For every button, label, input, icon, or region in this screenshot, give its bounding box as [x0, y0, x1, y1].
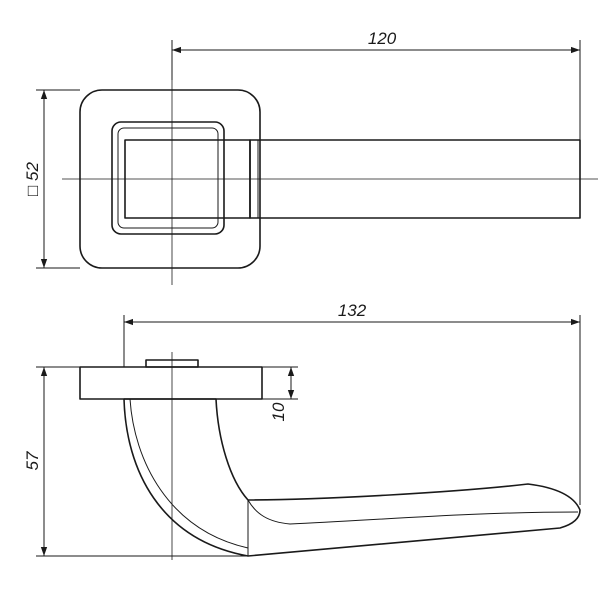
rose-plate — [79, 366, 263, 400]
dim-120-label: 120 — [368, 29, 397, 48]
handle-ridge — [247, 499, 579, 525]
handle-lever — [249, 139, 581, 219]
top-view: 120 □ 52 — [23, 29, 598, 285]
handle-body — [123, 398, 581, 557]
side-view: 132 10 57 — [23, 301, 581, 560]
rose-inner — [111, 121, 225, 235]
rose-inner-step — [117, 127, 219, 229]
dim-10-label: 10 — [269, 402, 288, 421]
dim-132-label: 132 — [338, 301, 367, 320]
dim-52-label: □ 52 — [23, 162, 42, 196]
dim-57-label: 57 — [23, 451, 42, 470]
handle-inner-contour — [129, 398, 249, 549]
